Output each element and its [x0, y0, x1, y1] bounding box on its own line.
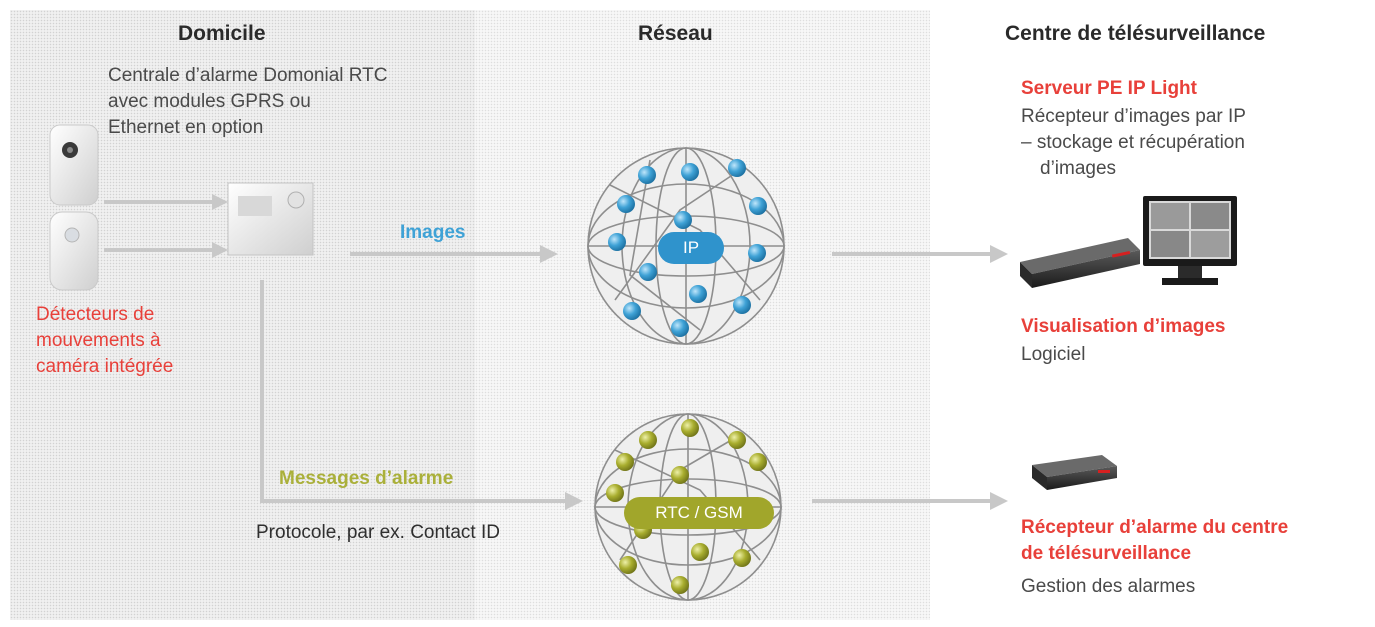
serveur-line-3: d’images [1040, 158, 1117, 179]
arrowheads [212, 194, 1008, 510]
recepteur-title: Récepteur d’alarme du centre de télésurv… [1021, 515, 1288, 567]
centrale-line-2: avec modules GPRS ou [108, 91, 311, 112]
alarm-central-icon [227, 182, 314, 256]
recepteur-line-1: Récepteur d’alarme du centre [1021, 517, 1289, 538]
arrowhead [990, 245, 1008, 263]
reseau-zone-background [475, 10, 930, 620]
camera-detector-bottom-icon [49, 211, 99, 291]
connector-lines [104, 200, 990, 503]
server-rack-icon [1020, 238, 1140, 288]
ip-network-nodes [608, 159, 767, 337]
serveur-title: Serveur PE IP Light [1021, 78, 1197, 99]
protocole-label: Protocole, par ex. Contact ID [256, 522, 500, 543]
recepteur-subtitle: Gestion des alarmes [1021, 576, 1196, 597]
domicile-zone-background [10, 10, 475, 620]
serveur-line-2: – stockage et récupération [1021, 132, 1245, 153]
arrowhead [212, 194, 228, 210]
detecteurs-line-2: mouvements à [36, 330, 161, 351]
serveur-description: Récepteur d’images par IP – stockage et … [1021, 104, 1246, 182]
arrowhead [565, 492, 583, 510]
column-header-domicile: Domicile [178, 22, 266, 45]
column-header-reseau: Réseau [638, 22, 713, 45]
visualisation-title: Visualisation d’images [1021, 316, 1226, 337]
ip-pill: IP [658, 232, 724, 264]
arrow-messages-to-rtc [260, 280, 565, 503]
centrale-line-3: Ethernet en option [108, 117, 264, 138]
images-label: Images [400, 222, 466, 243]
rtc-gsm-pill: RTC / GSM [624, 497, 774, 529]
detecteurs-line-3: caméra intégrée [36, 356, 174, 377]
camera-detector-top-icon [49, 124, 99, 206]
alarm-receiver-icon [1032, 455, 1117, 490]
detecteurs-line-1: Détecteurs de [36, 304, 155, 325]
monitor-icon [1143, 196, 1237, 285]
recepteur-line-2: de télésurveillance [1021, 543, 1192, 564]
centrale-line-1: Centrale d’alarme Domonial RTC [108, 65, 388, 86]
detecteurs-label: Détecteurs de mouvements à caméra intégr… [36, 302, 173, 380]
arrowhead [540, 245, 558, 263]
messages-alarme-label: Messages d’alarme [279, 468, 454, 489]
column-header-centre: Centre de télésurveillance [1005, 22, 1266, 45]
arrowhead [212, 242, 228, 258]
serveur-line-1: Récepteur d’images par IP [1021, 106, 1246, 127]
visualisation-subtitle: Logiciel [1021, 344, 1086, 365]
centrale-description: Centrale d’alarme Domonial RTC avec modu… [108, 63, 387, 141]
arrowhead [990, 492, 1008, 510]
